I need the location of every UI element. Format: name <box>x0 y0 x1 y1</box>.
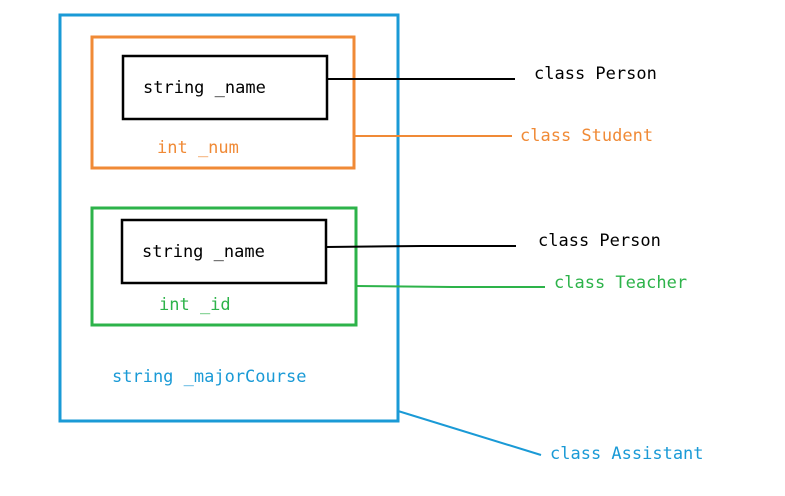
person-2-connector <box>325 245 516 248</box>
student-box <box>90 35 356 170</box>
label-assistant: class Assistant <box>550 444 704 464</box>
student-name-member: string _name <box>143 78 266 98</box>
label-person-1: class Person <box>534 64 657 84</box>
label-teacher: class Teacher <box>554 273 687 293</box>
label-person-2: class Person <box>538 231 661 251</box>
assistant-major-member: string _majorCourse <box>112 367 306 387</box>
teacher-name-member: string _name <box>142 242 265 262</box>
student-num-member: int _num <box>157 138 239 158</box>
teacher-person-box <box>120 218 328 285</box>
teacher-id-member: int _id <box>159 295 231 315</box>
teacher-box <box>90 206 358 327</box>
assistant-box <box>58 13 400 423</box>
student-person-box <box>121 54 329 121</box>
assistant-connector <box>397 410 542 456</box>
label-student: class Student <box>520 126 653 146</box>
teacher-connector <box>355 285 545 288</box>
